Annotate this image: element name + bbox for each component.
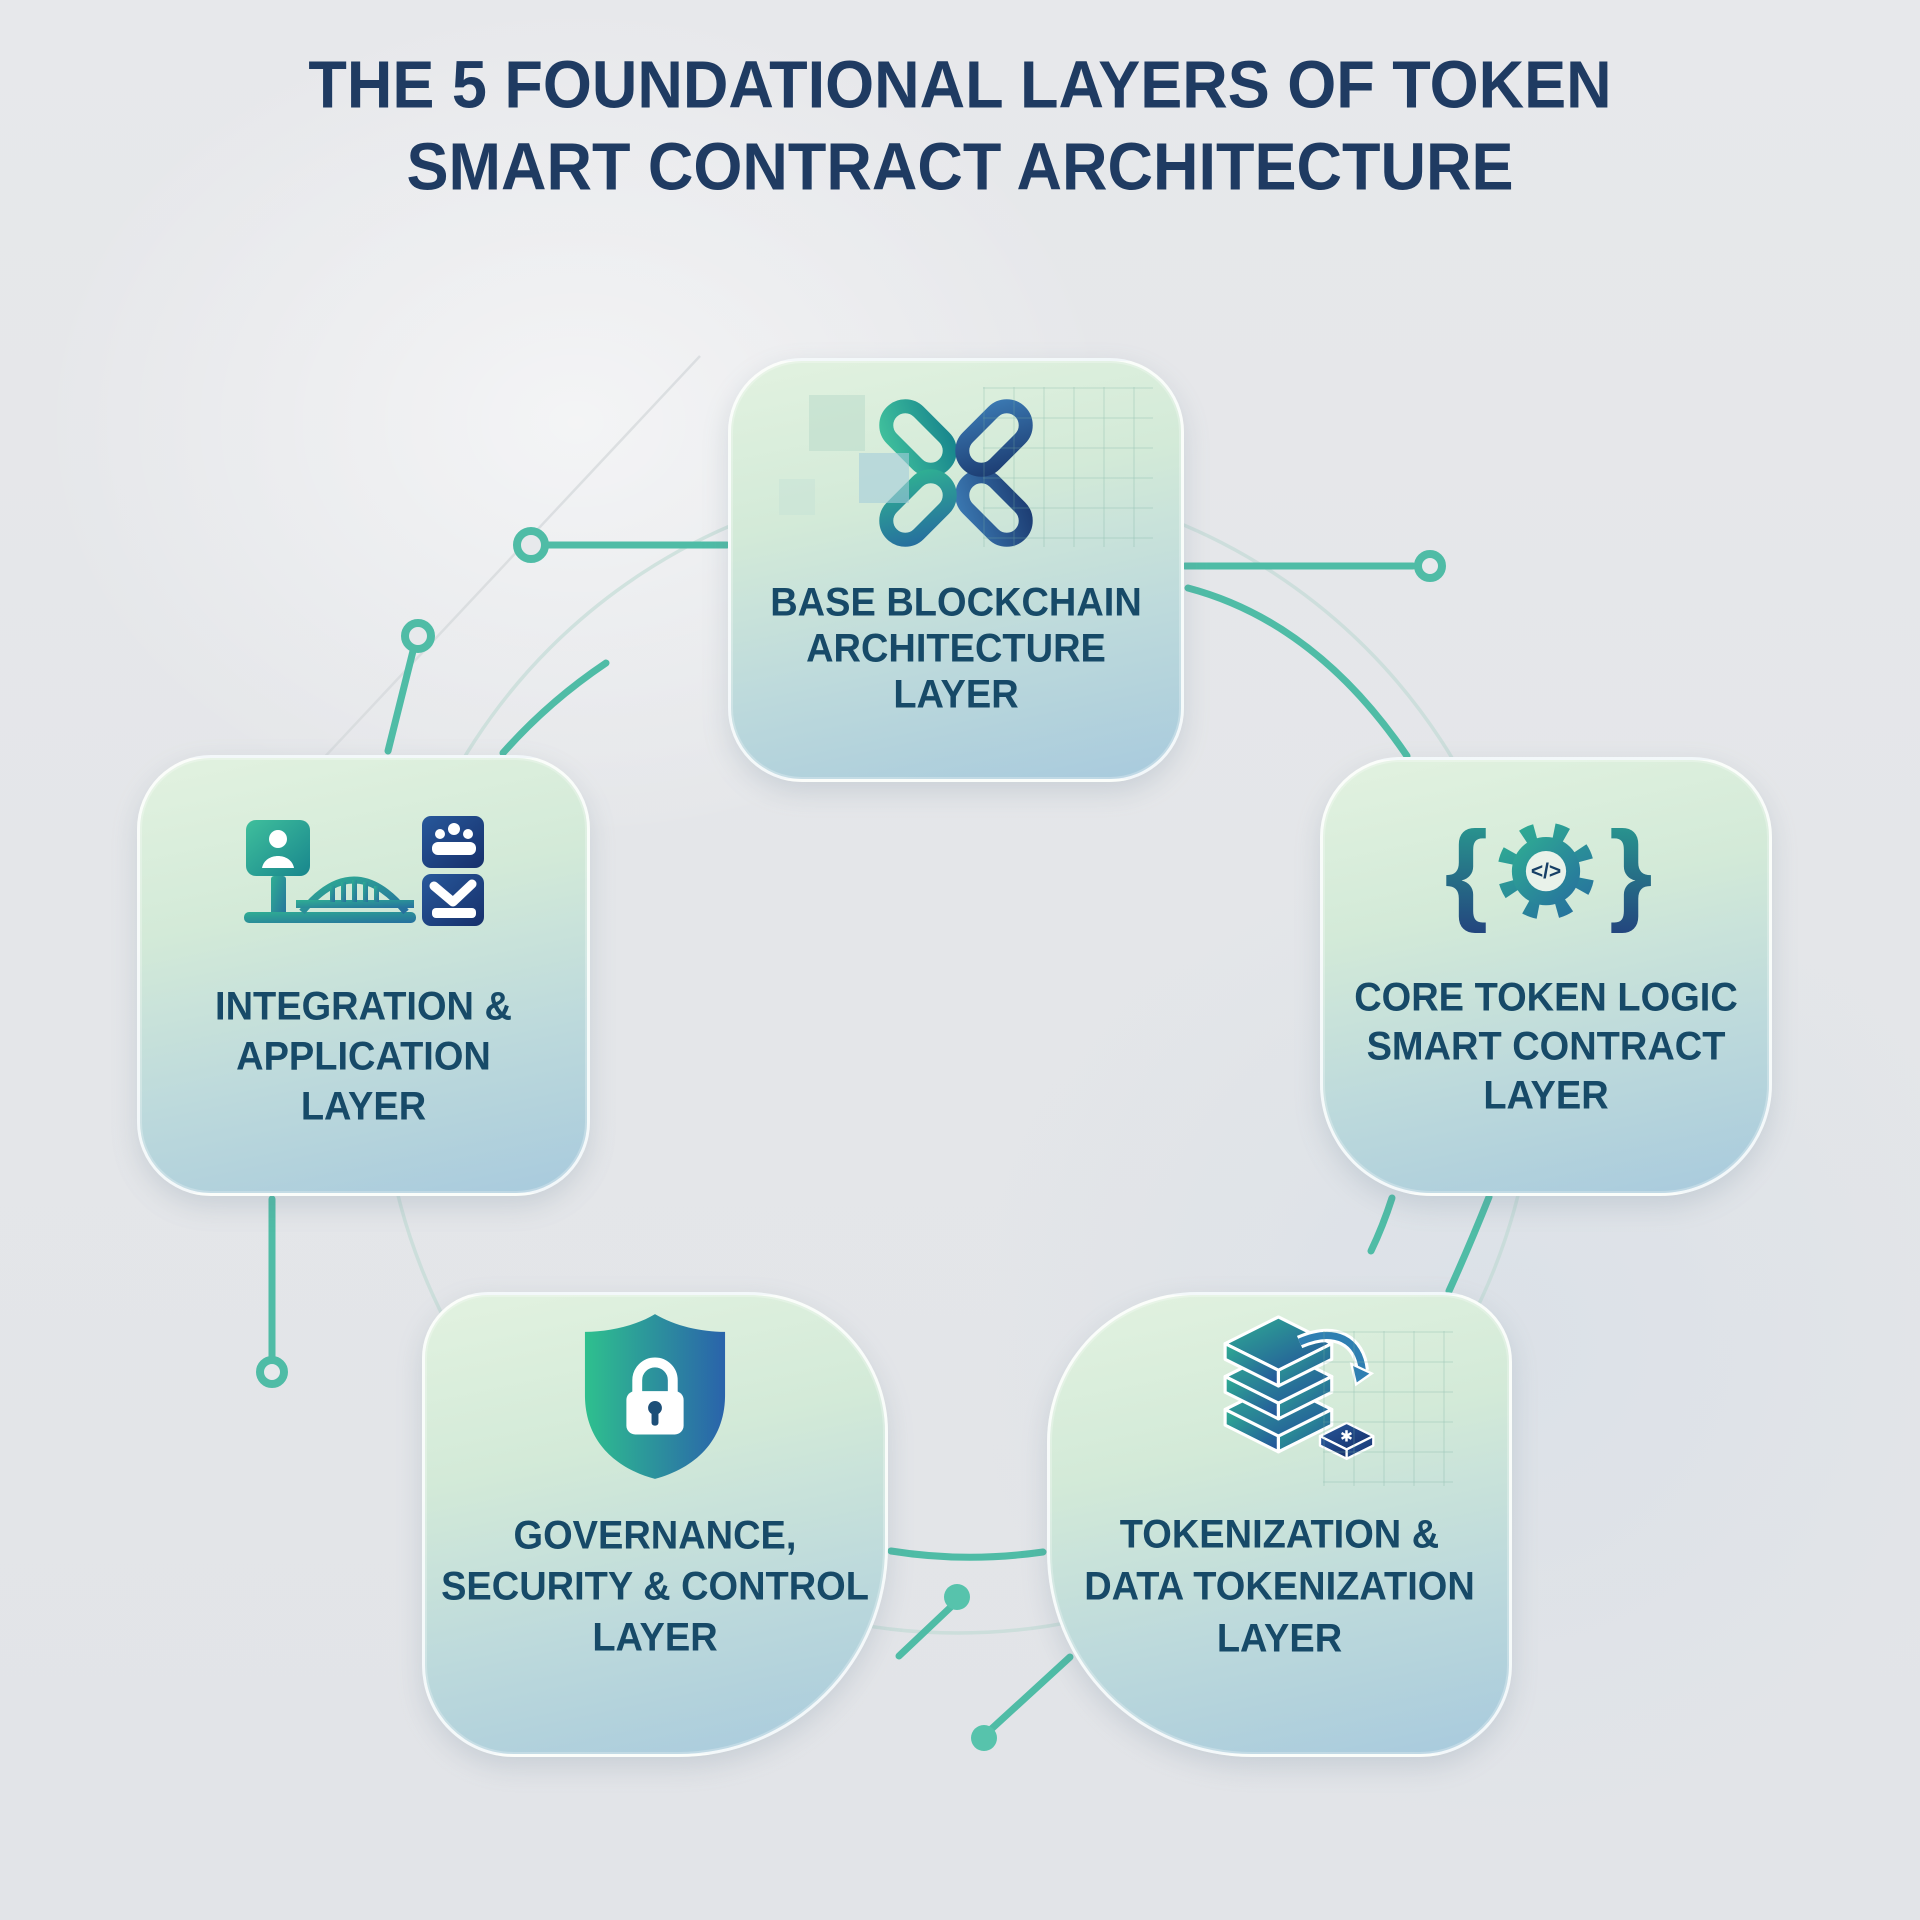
- integration-bridge-icon: [243, 816, 484, 926]
- layer-card-label: TOKENIZATION & DATA TOKENIZATION LAYER: [1050, 1509, 1509, 1665]
- label-line: INTEGRATION &: [215, 985, 512, 1029]
- data-stack-icon: ✱: [1223, 1315, 1374, 1461]
- connector-stub-right-card: [1367, 1194, 1396, 1255]
- label-line: DATA TOKENIZATION: [1084, 1565, 1475, 1609]
- layer-card-governance-security: GOVERNANCE, SECURITY & CONTROL LAYER: [422, 1292, 888, 1757]
- label-line: APPLICATION: [236, 1035, 491, 1079]
- label-line: SMART CONTRACT: [1366, 1025, 1726, 1069]
- background-diagonal-line: [259, 355, 701, 827]
- layer-card-label: CORE TOKEN LOGIC SMART CONTRACT LAYER: [1323, 974, 1769, 1121]
- label-line: LAYER: [893, 673, 1019, 717]
- svg-text:{: {: [1445, 809, 1489, 934]
- ring-node-left: [401, 619, 435, 653]
- label-line: CORE TOKEN LOGIC: [1354, 976, 1738, 1020]
- connector-line-to-left-card: [384, 647, 417, 755]
- layer-card-base-blockchain: BASE BLOCKCHAIN ARCHITECTURE LAYER: [728, 358, 1184, 782]
- dot-node-bottom-a: [944, 1584, 970, 1610]
- page-title-line-1: THE 5 FOUNDATIONAL LAYERS OF TOKEN: [308, 47, 1612, 123]
- layer-card-label: INTEGRATION & APPLICATION LAYER: [140, 982, 587, 1132]
- ring-node-top-right: [1414, 550, 1446, 582]
- decor-square: [779, 479, 815, 515]
- connector-nodes: [256, 527, 1446, 1751]
- connector-line-dot-b: [983, 1653, 1074, 1737]
- label-line: SECURITY & CONTROL: [441, 1565, 869, 1609]
- connector-lines: [268, 541, 1493, 1737]
- layer-card-integration-application: INTEGRATION & APPLICATION LAYER: [137, 755, 590, 1196]
- label-line: TOKENIZATION &: [1119, 1513, 1440, 1557]
- svg-text:</>: </>: [1531, 860, 1561, 883]
- label-line: LAYER: [300, 1085, 427, 1129]
- label-line: BASE BLOCKCHAIN: [770, 581, 1142, 625]
- connector-arc-right-to-bottom: [1445, 1193, 1493, 1295]
- shield-lock-icon: [584, 1314, 726, 1479]
- page-title-line-2: SMART CONTRACT ARCHITECTURE: [406, 129, 1514, 205]
- page-title: THE 5 FOUNDATIONAL LAYERS OF TOKEN SMART…: [0, 44, 1920, 208]
- label-line: LAYER: [1216, 1617, 1343, 1661]
- label-line: GOVERNANCE,: [513, 1514, 797, 1558]
- dot-node-bottom-b: [971, 1725, 997, 1751]
- ring-node-top-left: [513, 527, 549, 563]
- label-line: ARCHITECTURE: [806, 627, 1106, 671]
- svg-text:}: }: [1609, 809, 1651, 934]
- code-gear-icon: { } </>: [1445, 809, 1652, 934]
- chain-links-icon: [879, 399, 1033, 547]
- label-line: LAYER: [592, 1616, 718, 1660]
- layer-card-core-token-logic: { } </> CORE TOKEN LOGIC SMART CONTRACT …: [1320, 757, 1772, 1196]
- ring-node-bottom-left: [256, 1356, 288, 1388]
- layer-card-label: BASE BLOCKCHAIN ARCHITECTURE LAYER: [731, 580, 1181, 718]
- label-line: LAYER: [1483, 1074, 1609, 1118]
- svg-text:✱: ✱: [1340, 1429, 1353, 1446]
- connector-arc-top-to-right: [1184, 584, 1411, 760]
- layer-card-tokenization: ✱ TOKENIZATION & DATA TOKENIZATION LAYER: [1047, 1292, 1512, 1757]
- connector-arc-bottom-gap: [887, 1547, 1047, 1561]
- connector-arc-left-top: [499, 659, 610, 757]
- layer-card-label: GOVERNANCE, SECURITY & CONTROL LAYER: [425, 1511, 885, 1664]
- connector-line-dot-a: [895, 1600, 958, 1660]
